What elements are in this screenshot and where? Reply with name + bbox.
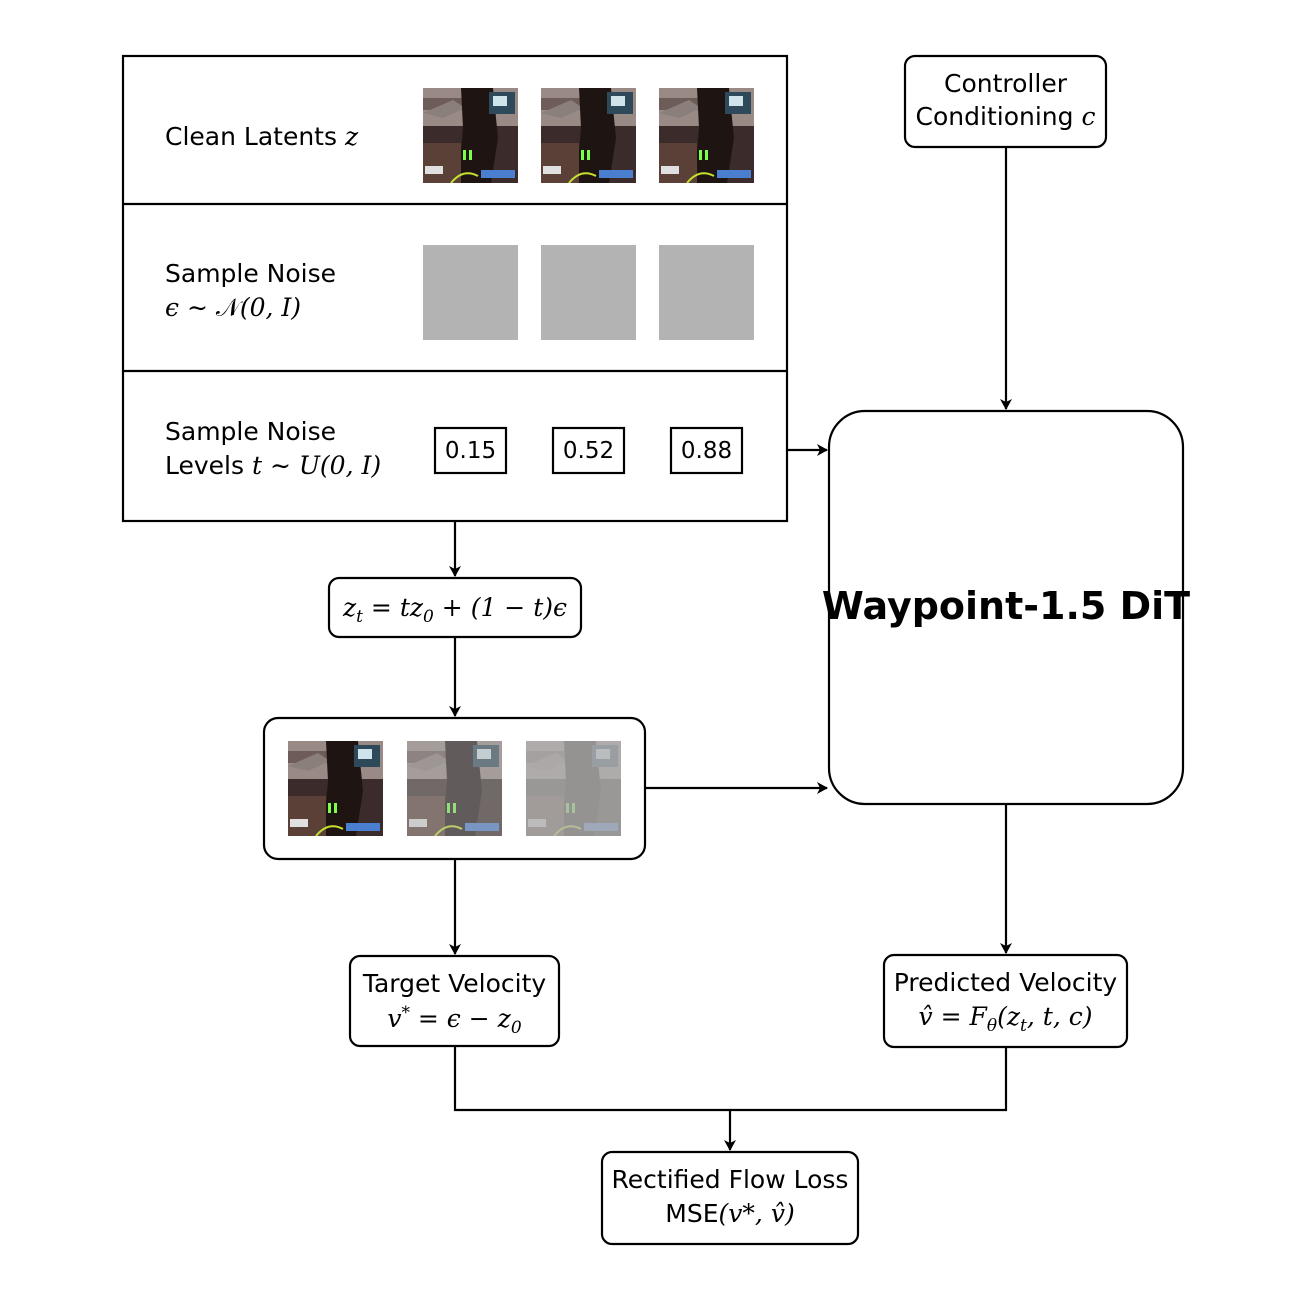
sample-noise-label: Sample Noise: [165, 259, 336, 288]
noisy-frame: [288, 741, 383, 836]
noise-level-value: 0.52: [563, 438, 614, 464]
clean-latent-frame: [659, 88, 754, 183]
noise-level-value: 0.15: [445, 438, 496, 464]
noise-level-value: 0.88: [681, 438, 732, 464]
noise-tiles: [423, 245, 754, 340]
noisy-latents-node: [262, 716, 647, 861]
noise-tile: [659, 245, 754, 340]
clean-latents-label: Clean Latents z: [165, 122, 359, 151]
noise-level-values: 0.15 0.52 0.88: [433, 426, 744, 475]
interpolation-formula: zt = tz0 + (1 − t)ϵ: [342, 593, 567, 627]
predicted-velocity-node: Predicted Velocity v̂ = Fθ(zt, t, c): [882, 953, 1129, 1049]
loss-formula: MSE(v*, v̂): [665, 1199, 794, 1228]
loss-label: Rectified Flow Loss: [612, 1165, 849, 1194]
noisy-frame: [526, 741, 621, 836]
noise-tile: [423, 245, 518, 340]
edge-target-to-loss: [453, 1046, 1008, 1112]
loss-node: Rectified Flow Loss MSE(v*, v̂): [600, 1150, 860, 1246]
dit-model-node: Waypoint-1.5 DiT: [822, 409, 1190, 806]
clean-latent-frames: [423, 88, 754, 183]
controller-label: Controller: [944, 69, 1068, 98]
conditioning-label: Conditioning c: [916, 102, 1096, 131]
clean-latent-frame: [541, 88, 636, 183]
target-velocity-formula: v* = ϵ − z0: [387, 1003, 522, 1038]
interpolation-node: zt = tz0 + (1 − t)ϵ: [327, 576, 583, 639]
model-title: Waypoint-1.5 DiT: [822, 584, 1190, 628]
noise-distribution-formula: ϵ ∼ 𝒩(0, I): [165, 293, 301, 322]
target-velocity-label: Target Velocity: [362, 969, 547, 998]
noise-levels-label: Sample Noise: [165, 417, 336, 446]
edges: [449, 147, 1012, 1151]
clean-latent-frame: [423, 88, 518, 183]
predicted-velocity-formula: v̂ = Fθ(zt, t, c): [919, 1002, 1093, 1036]
predicted-velocity-label: Predicted Velocity: [894, 968, 1118, 997]
target-velocity-node: Target Velocity v* = ϵ − z0: [348, 954, 561, 1048]
noise-tile: [541, 245, 636, 340]
noisy-frame: [407, 741, 502, 836]
controller-conditioning-node: Controller Conditioning c: [903, 54, 1108, 149]
noise-levels-formula: Levels t ∼ U(0, I): [165, 451, 381, 480]
